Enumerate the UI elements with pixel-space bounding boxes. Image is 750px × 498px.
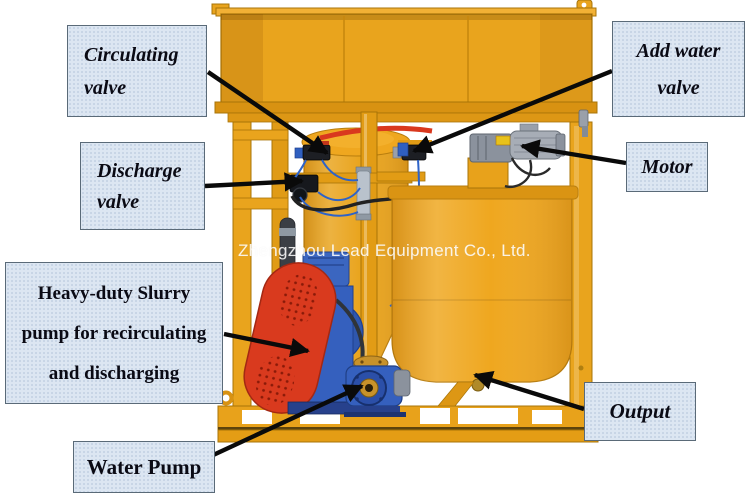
hopper bbox=[211, 0, 598, 123]
label-line: pump for recirculating bbox=[21, 322, 207, 344]
label-line: Add water bbox=[636, 39, 721, 62]
agitator-tank bbox=[387, 185, 579, 392]
output-drain bbox=[471, 378, 485, 392]
add-water-valve bbox=[392, 140, 432, 161]
label-output: Output bbox=[584, 382, 696, 441]
slurry-pump bbox=[243, 251, 365, 415]
label-line: valve bbox=[97, 190, 140, 213]
label-line: Discharge bbox=[97, 159, 182, 182]
label-water-pump: Water Pump bbox=[73, 441, 215, 493]
label-slurry-pump: Heavy-duty Slurry pump for recirculating… bbox=[5, 262, 223, 404]
gear-motor bbox=[467, 123, 566, 189]
label-line: valve bbox=[84, 76, 127, 99]
label-line: Circulating bbox=[84, 43, 179, 66]
label-line: and discharging bbox=[48, 362, 180, 384]
label-line: valve bbox=[657, 76, 700, 99]
label-line: Output bbox=[609, 399, 671, 423]
label-add-water-valve: Add water valve bbox=[612, 21, 745, 117]
label-circulating-valve: Circulating valve bbox=[67, 25, 207, 117]
label-motor: Motor bbox=[626, 142, 708, 192]
label-discharge-valve: Discharge valve bbox=[80, 142, 205, 230]
label-line: Heavy-duty Slurry bbox=[37, 282, 191, 304]
label-line: Water Pump bbox=[86, 454, 202, 479]
water-pump bbox=[344, 355, 411, 417]
label-line: Motor bbox=[641, 156, 693, 178]
level-gauge bbox=[355, 166, 372, 221]
